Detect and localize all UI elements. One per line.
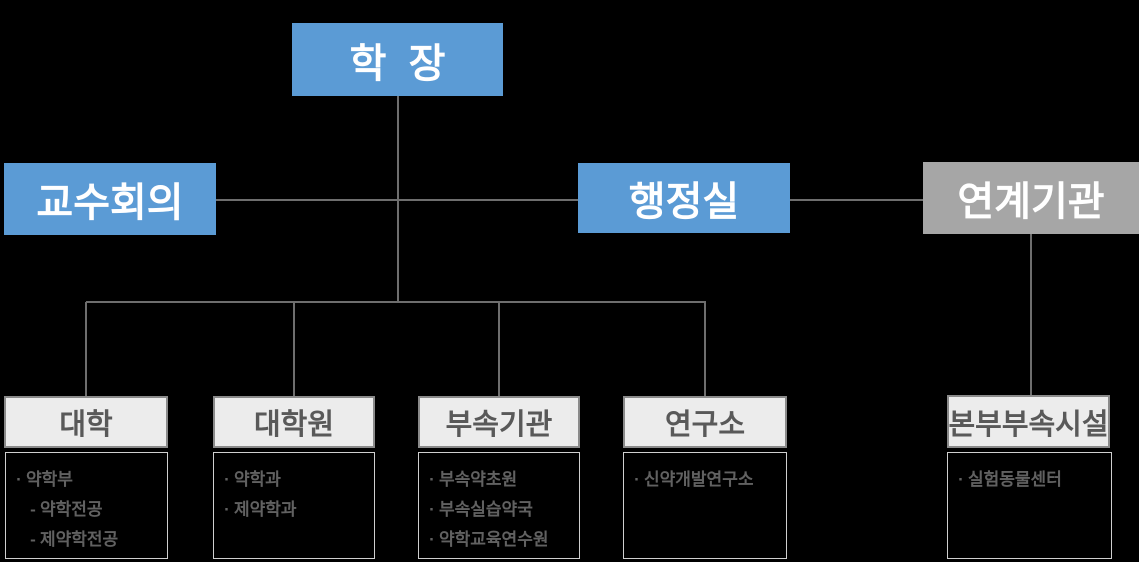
column-header-attached-institutions: 부속기관 bbox=[418, 396, 580, 448]
list-item: ·부속실습약국 bbox=[425, 495, 579, 525]
drop-line-attached-institutions bbox=[498, 302, 500, 396]
list-item: ·제약학과 bbox=[220, 495, 374, 525]
drop-line-graduate-school bbox=[293, 302, 295, 396]
column-header-graduate-school: 대학원 bbox=[213, 396, 375, 448]
list-item: ·약학과 bbox=[220, 465, 374, 495]
list-item-text: 약학부 bbox=[26, 470, 73, 489]
list-item: -약학전공 bbox=[12, 495, 167, 525]
column-header-college: 대학 bbox=[4, 396, 168, 448]
drop-line-college bbox=[85, 302, 87, 396]
list-item-text: 제약학과 bbox=[234, 500, 297, 519]
column-title: 대학원 bbox=[253, 409, 335, 441]
bullet: - bbox=[30, 500, 36, 519]
list-item: ·신약개발연구소 bbox=[630, 465, 786, 495]
list-item-text: 약학전공 bbox=[40, 500, 103, 519]
column-list-attached-institutions: ·부속약초원 ·부속실습약국 ·약학교육연수원 bbox=[418, 452, 580, 559]
column-list-college: ·약학부 -약학전공 -제약학전공 bbox=[5, 452, 168, 559]
list-item-text: 제약학전공 bbox=[40, 530, 119, 549]
admin-office-label: 행정실 bbox=[628, 180, 740, 224]
bullet: · bbox=[634, 470, 640, 489]
column-list-research-institute: ·신약개발연구소 bbox=[623, 452, 787, 559]
list-item-text: 실험동물센터 bbox=[968, 470, 1062, 489]
dean-label: 학 장 bbox=[349, 41, 446, 86]
bullet: · bbox=[958, 470, 964, 489]
admin-office-box: 행정실 bbox=[578, 163, 790, 233]
faculty-council-label: 교수회의 bbox=[36, 181, 184, 225]
column-title: 대학 bbox=[59, 409, 113, 441]
dean-box: 학 장 bbox=[292, 23, 503, 96]
bullet: · bbox=[224, 500, 230, 519]
column-list-graduate-school: ·약학과 ·제약학과 bbox=[213, 452, 375, 559]
affiliated-institutions-label: 연계기관 bbox=[957, 180, 1105, 224]
column-title: 본부부속시설 bbox=[948, 408, 1109, 441]
faculty-council-box: 교수회의 bbox=[4, 163, 216, 235]
column-title: 연구소 bbox=[664, 409, 746, 441]
list-item: -제약학전공 bbox=[12, 525, 167, 555]
list-item: ·실험동물센터 bbox=[954, 465, 1111, 495]
column-header-research-institute: 연구소 bbox=[623, 396, 787, 448]
bullet: · bbox=[224, 470, 230, 489]
bullet: · bbox=[429, 500, 435, 519]
column-list-hq-attached-facilities: ·실험동물센터 bbox=[947, 452, 1112, 559]
column-title: 부속기관 bbox=[445, 409, 553, 441]
list-item: ·부속약초원 bbox=[425, 465, 579, 495]
distribution-horizontal-line bbox=[86, 301, 706, 303]
list-item-text: 약학교육연수원 bbox=[439, 530, 549, 549]
list-item-text: 부속약초원 bbox=[439, 470, 518, 489]
list-item: ·약학교육연수원 bbox=[425, 525, 579, 555]
column-header-hq-attached-facilities: 본부부속시설 bbox=[947, 395, 1110, 448]
list-item: ·약학부 bbox=[12, 465, 167, 495]
list-item-text: 부속실습약국 bbox=[439, 500, 533, 519]
bullet: · bbox=[16, 470, 22, 489]
bullet: - bbox=[30, 530, 36, 549]
affiliated-institutions-box: 연계기관 bbox=[923, 162, 1139, 234]
row2-horizontal-line bbox=[216, 199, 925, 201]
drop-line-research-institute bbox=[704, 302, 706, 396]
list-item-text: 신약개발연구소 bbox=[644, 470, 754, 489]
bullet: · bbox=[429, 530, 435, 549]
list-item-text: 약학과 bbox=[234, 470, 281, 489]
affiliated-vertical-line bbox=[1030, 234, 1032, 396]
bullet: · bbox=[429, 470, 435, 489]
